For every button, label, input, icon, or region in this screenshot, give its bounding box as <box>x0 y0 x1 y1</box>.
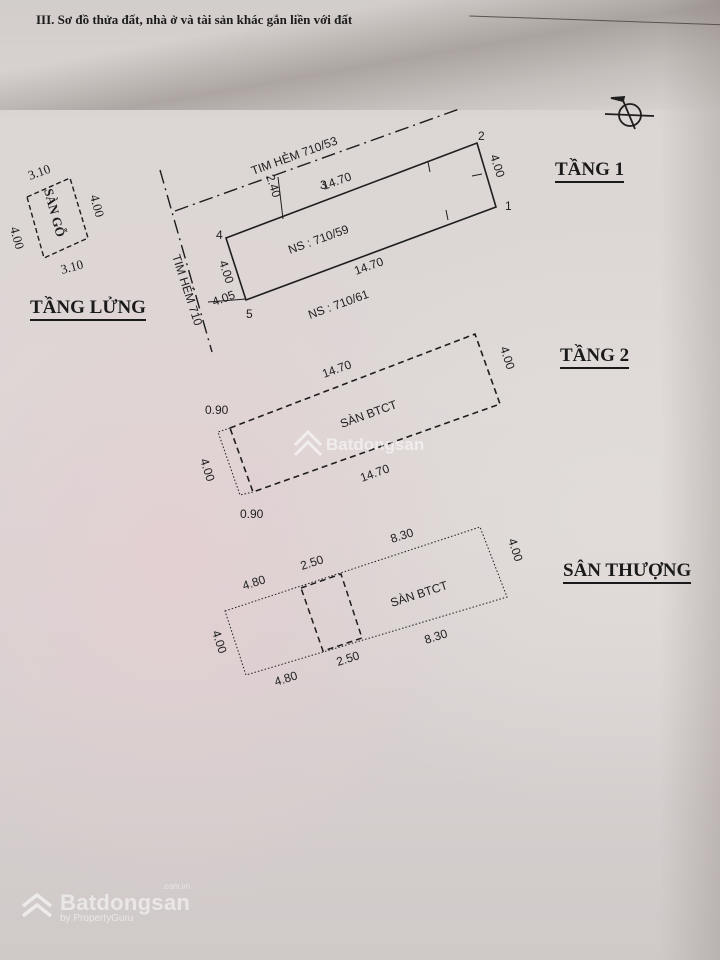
tang-2-plan: SÀN BTCT 14.70 14.70 4.00 4.00 0.90 0.90 <box>197 332 518 521</box>
section-heading: III. Sơ đồ thửa đất, nhà ở và tài sản kh… <box>36 12 353 27</box>
san-thuong-plan: SÀN BTCT 4.80 2.50 8.30 4.80 2.50 8.30 4… <box>209 525 526 689</box>
point-5: 5 <box>246 307 253 321</box>
tang-1-plan: TIM HẺM 710/53 TIM HẺM 710 NS : 710/59 N… <box>159 107 512 353</box>
label-san-btct-st: SÀN BTCT <box>388 577 450 610</box>
dim-st-left: 4.00 <box>209 629 230 656</box>
dim-t1-setback-left: 4.05 <box>210 288 237 309</box>
dim-st-left-bottom: 4.80 <box>273 668 300 689</box>
point-1: 1 <box>505 199 512 213</box>
dim-lung-bottom: 3.10 <box>59 257 85 277</box>
neighbor-710-61: NS : 710/61 <box>306 287 371 322</box>
dim-t1-left: 4.00 <box>216 259 237 286</box>
label-san-go: SÀN GỖ <box>41 187 68 239</box>
tang-lung-plan: 3.10 3.10 4.00 4.00 SÀN GỖ <box>7 161 107 277</box>
dim-t2-right: 4.00 <box>497 345 518 372</box>
dim-t2-top: 14.70 <box>320 357 353 381</box>
road-label-710: TIM HẺM 710 <box>169 252 206 327</box>
neighbor-710-59: NS : 710/59 <box>286 222 351 257</box>
watermark-brand: Batdongsan <box>60 890 191 915</box>
dim-st-mid-top: 2.50 <box>299 552 326 573</box>
dim-t2-bottom: 14.70 <box>358 461 391 485</box>
floor-title-san-thuong: SÂN THƯỢNG <box>563 560 692 584</box>
dim-t2-left: 4.00 <box>197 457 218 484</box>
watermark-center: Batdongsan <box>326 435 424 454</box>
dim-lung-right: 4.00 <box>87 193 107 219</box>
dim-t1-right: 4.00 <box>487 153 508 180</box>
dim-st-right: 4.00 <box>505 537 526 564</box>
point-3: 3 <box>320 178 327 192</box>
dim-st-right-bottom: 8.30 <box>423 626 450 647</box>
label-san-btct-t2: SÀN BTCT <box>338 396 400 431</box>
road-label-710-53: TIM HẺM 710/53 <box>249 133 340 178</box>
dim-st-right-top: 8.30 <box>389 525 416 546</box>
dim-t2-offset-top: 0.90 <box>205 403 229 417</box>
watermark-sub: by PropertyGuru <box>60 913 134 924</box>
point-2: 2 <box>478 129 485 143</box>
batdongsan-logo-icon <box>21 892 53 918</box>
dim-lung-top: 3.10 <box>26 161 53 183</box>
dim-st-left-top: 4.80 <box>241 572 268 593</box>
batdongsan-logo-icon <box>293 429 323 457</box>
dim-t2-offset-bottom: 0.90 <box>240 507 264 521</box>
watermark-tld: .com.vn <box>162 882 191 891</box>
dim-t1-setback-top: 2.40 <box>263 173 284 200</box>
floor-title-tang-lung: TẦNG LỬNG <box>30 297 146 321</box>
watermark-corner: .com.vn Batdongsan by PropertyGuru <box>20 882 191 924</box>
page-fold-shadow <box>0 0 720 110</box>
dim-st-mid-bottom: 2.50 <box>335 648 362 669</box>
page-edge-shadow <box>660 0 720 960</box>
dim-lung-left: 4.00 <box>7 225 27 251</box>
north-arrow-icon <box>604 96 655 130</box>
point-4: 4 <box>216 228 223 242</box>
floor-title-tang-1: TẦNG 1 <box>555 159 625 183</box>
floor-title-tang-2: TẦNG 2 <box>560 345 630 369</box>
